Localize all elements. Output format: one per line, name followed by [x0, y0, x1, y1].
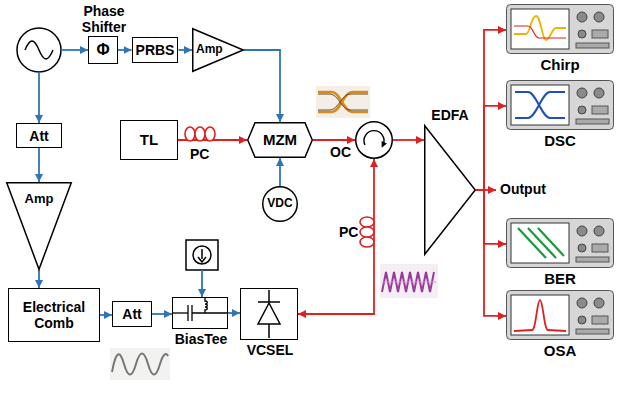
connector	[152, 313, 172, 315]
connector	[38, 270, 40, 288]
node-outline	[355, 121, 393, 159]
attenuator-box: Att	[112, 301, 152, 327]
phase-shifter-box: Phase ShifterΦ	[88, 36, 118, 64]
prbs-box: PRBS	[132, 37, 179, 63]
instrument: Chirp	[506, 4, 614, 74]
diode-symbol	[258, 290, 280, 338]
instrument	[507, 81, 614, 130]
node-label: TL	[121, 131, 177, 148]
node-label: Φ	[89, 41, 117, 59]
node-label: PRBS	[133, 42, 178, 58]
amplifier: Amp	[192, 28, 244, 72]
connector	[279, 158, 281, 186]
wire	[38, 72, 40, 123]
amplifier: Amp	[6, 182, 72, 270]
node-label: BER	[506, 270, 614, 287]
instrument	[507, 291, 614, 340]
node-label: Chirp	[506, 56, 614, 73]
connector	[476, 30, 506, 190]
instrument: DSC	[506, 80, 614, 150]
comb-inset	[380, 264, 438, 298]
node-label: OSA	[506, 342, 614, 359]
node-label: EDFA	[415, 107, 485, 123]
node-label: Amp	[6, 192, 72, 207]
instrument	[507, 5, 614, 54]
node-label: Phase Shifter	[67, 3, 141, 35]
bias-tee-symbol	[173, 298, 227, 321]
connector	[38, 148, 40, 182]
connector	[476, 106, 506, 190]
connector	[100, 314, 112, 316]
eye-inset	[316, 86, 370, 118]
bias-tee-box: BiasTee	[172, 297, 228, 329]
vcsel-box: VCSEL	[240, 288, 298, 340]
instrument: BER	[506, 218, 614, 288]
node-label: Amp	[196, 43, 223, 57]
pc-coil	[360, 217, 374, 247]
connector	[313, 139, 355, 141]
edfa-amplifier: EDFA	[424, 125, 476, 255]
wire	[201, 270, 203, 297]
optical-circulator: OC	[355, 121, 393, 159]
voltage-source: VDC	[262, 186, 298, 222]
node-label: VDC	[262, 197, 298, 211]
node-label: Electrical Comb	[9, 299, 99, 331]
wire	[61, 49, 88, 51]
pc-label: PC	[339, 224, 358, 240]
connector	[228, 312, 240, 314]
connector	[244, 50, 280, 122]
connector	[476, 190, 506, 316]
modulator-box: MZM	[247, 122, 313, 158]
node-outline	[424, 125, 476, 255]
instrument	[507, 219, 614, 268]
node-label: Att	[113, 306, 151, 322]
current-source	[186, 240, 218, 270]
node-label: DSC	[506, 132, 614, 149]
comb-box: Electrical Comb	[8, 288, 100, 342]
output-line	[484, 189, 496, 191]
sine-inset	[110, 348, 170, 380]
node-label: OC	[330, 144, 351, 160]
instrument: OSA	[506, 290, 614, 360]
connector	[393, 139, 424, 141]
connector	[118, 49, 132, 51]
connector	[476, 190, 506, 244]
laser-box: TL	[120, 120, 178, 160]
pc-label: PC	[190, 146, 209, 162]
signal-generator	[17, 28, 61, 72]
output-label: Output	[500, 181, 546, 197]
node-label: VCSEL	[230, 342, 310, 358]
node-label: Att	[17, 127, 61, 143]
connector	[298, 159, 374, 314]
pc-coil	[185, 127, 215, 141]
node-label: MZM	[247, 131, 313, 148]
attenuator-box: Att	[16, 123, 62, 148]
node-label: BiasTee	[161, 331, 241, 347]
connector	[179, 49, 193, 51]
